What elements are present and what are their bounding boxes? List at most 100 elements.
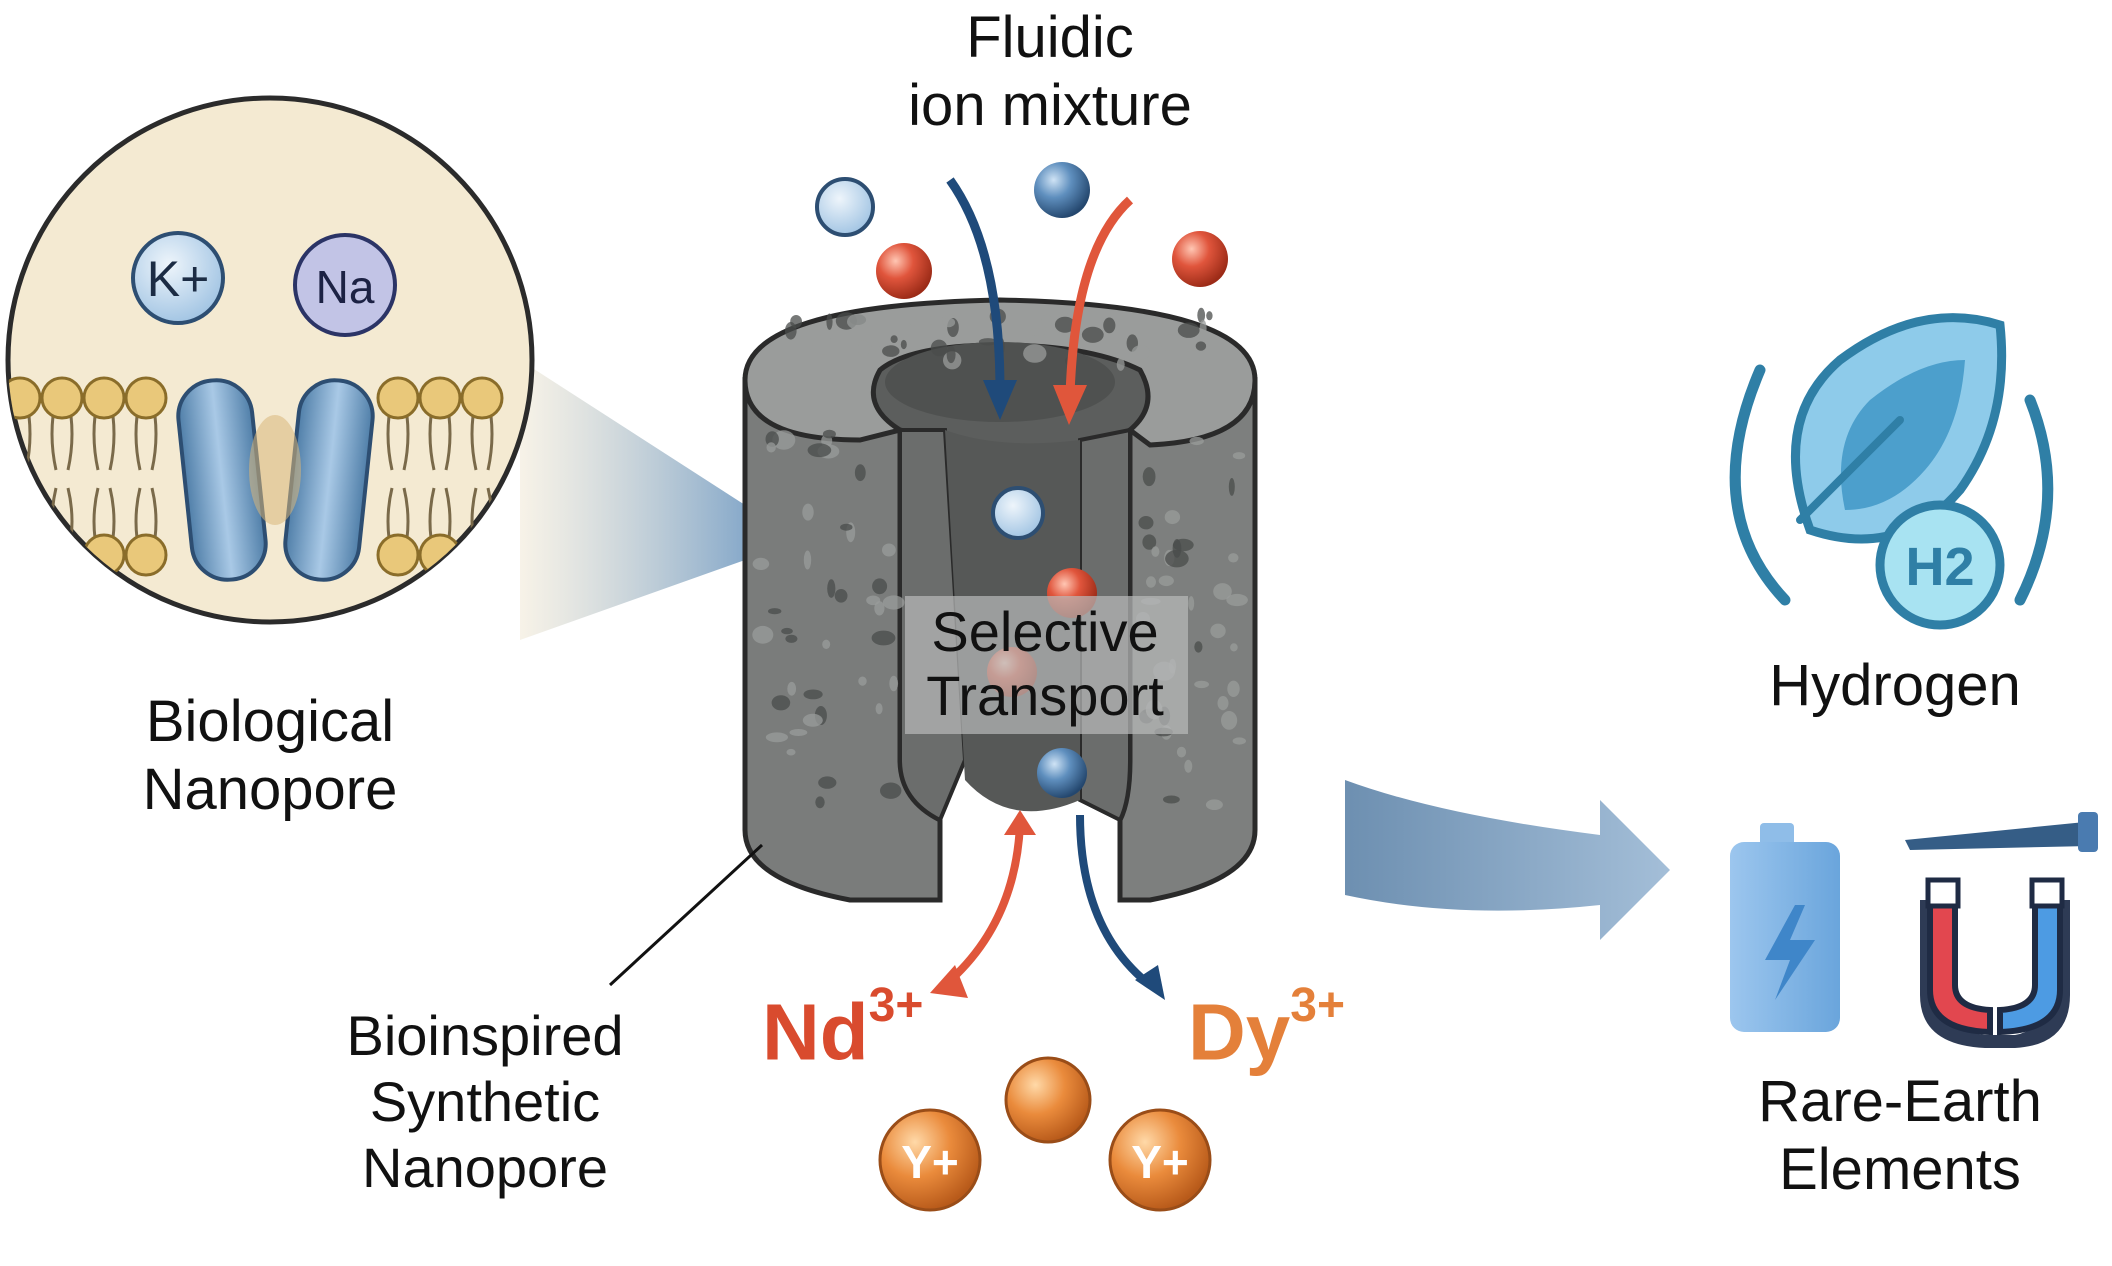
pore-speckle <box>771 695 791 711</box>
pore-speckle <box>1197 307 1206 323</box>
pore-speckle <box>874 601 885 616</box>
pore-speckle <box>803 689 823 700</box>
pore-speckle <box>882 595 905 610</box>
pore-speckle <box>818 776 837 789</box>
pore-speckle <box>1199 319 1207 337</box>
fluidic-label-line2: ion mixture <box>908 73 1192 139</box>
pore-speckle <box>882 345 900 357</box>
pore-speckle <box>1142 534 1157 550</box>
nd-outflow-arrow-head <box>930 965 968 998</box>
pore-speckle <box>802 503 814 521</box>
pore-speckle <box>942 317 956 328</box>
lipid-head <box>460 533 504 577</box>
synthetic-nanopore-leader <box>608 843 764 987</box>
leaf-arc-icon <box>1729 364 1791 606</box>
lipid-head <box>8 376 42 420</box>
pore-speckle <box>1142 467 1156 487</box>
pore-speckle <box>785 322 797 340</box>
nd-ion-label: Nd3+ <box>762 978 923 1078</box>
nd-backflow-arrow-head <box>1004 810 1036 835</box>
pore-speckle <box>1165 550 1189 568</box>
pore-speckle <box>781 627 793 635</box>
pore-speckle <box>1188 596 1195 611</box>
dy-outflow-arrow-head <box>1135 965 1165 1000</box>
pore-speckle <box>1054 316 1076 333</box>
pore-speckle <box>1177 322 1200 338</box>
pore-speckle <box>946 345 956 364</box>
pore-speckle <box>812 335 834 355</box>
pore-speckle <box>787 681 797 696</box>
pore-speckle <box>1205 799 1223 810</box>
h2-badge-label: H2 <box>1905 537 1974 597</box>
nd-ion-charge: 3+ <box>868 979 924 1032</box>
mix-ion-red-left <box>876 243 932 299</box>
biological-label-line1: Biological <box>145 689 395 754</box>
lipid-head <box>40 533 84 577</box>
pore-speckle <box>1209 421 1220 430</box>
pore-speckle <box>752 557 770 571</box>
lipid-head <box>82 376 126 420</box>
dy-outflow-arrow <box>1076 814 1153 989</box>
y-ion-center <box>1004 1056 1092 1144</box>
lipid-head <box>376 376 420 420</box>
pore-speckle <box>840 523 853 531</box>
pore-speckle <box>1221 711 1238 730</box>
pore-speckle <box>858 676 867 686</box>
biological-nanopore-label: Biological Nanopore <box>80 688 460 825</box>
pore-speckle <box>1228 478 1235 496</box>
lipid-head <box>8 533 42 577</box>
pore-speckle <box>766 442 776 453</box>
lipid-head <box>376 533 420 577</box>
pore-top-rim <box>742 297 1258 448</box>
mix-ion-blue-light <box>815 177 875 237</box>
pore-speckle <box>773 416 791 424</box>
yttrium-ions: Y+ Y+ <box>878 1056 1212 1212</box>
pore-speckle <box>871 630 896 646</box>
pore-speckle <box>822 429 836 439</box>
pore-speckle <box>1232 737 1247 745</box>
pore-speckle <box>785 634 798 643</box>
pore-speckle <box>908 316 918 326</box>
pore-speckle <box>1158 575 1174 587</box>
pore-speckle <box>1195 341 1207 351</box>
pore-speckle <box>1230 643 1238 652</box>
pore-speckle <box>1151 546 1160 557</box>
rare-earth-label-line2: Elements <box>1779 1137 2021 1203</box>
lipid-head <box>40 376 84 420</box>
hydrogen-icon-group: H2 <box>1729 313 2054 630</box>
pin-icon <box>1905 822 2090 850</box>
na-ion-label: Na <box>316 261 375 313</box>
pore-speckle <box>772 430 796 450</box>
bioinspired-nanopore-label: Bioinspired Synthetic Nanopore <box>290 1003 680 1201</box>
pore-speckle <box>1029 328 1047 336</box>
pore-speckle <box>866 595 881 606</box>
pore-speckle <box>1146 576 1156 588</box>
lipid-tail <box>8 487 32 556</box>
bioinspired-label-line1: Bioinspired <box>346 1004 624 1067</box>
pore-speckle <box>765 732 789 743</box>
fluidic-label: Fluidic ion mixture <box>860 4 1240 141</box>
nd-outflow-arrow <box>942 824 1024 989</box>
pore-speckle <box>1131 345 1151 360</box>
selective-label-line1: Selective <box>931 600 1159 663</box>
pore-speckle <box>1138 516 1154 530</box>
pore-speckle <box>826 313 833 330</box>
pore-speckle <box>890 335 898 343</box>
pore-speckle <box>1081 326 1104 343</box>
y-ion-right <box>1108 1108 1212 1212</box>
pore-speckle <box>847 314 868 330</box>
hydrogen-label: Hydrogen <box>1690 652 2100 720</box>
y-ion-left <box>878 1108 982 1212</box>
pore-speckle <box>807 443 832 458</box>
biological-label-line2: Nanopore <box>142 757 398 823</box>
battery-icon <box>1730 823 1840 1032</box>
pore-speckle <box>803 550 812 570</box>
pore-speckle <box>882 543 896 557</box>
hydrogen-label-text: Hydrogen <box>1769 653 2021 718</box>
pore-speckle <box>871 340 880 352</box>
pore-speckle <box>1194 641 1203 653</box>
pore-speckle <box>923 316 942 325</box>
na-ion-icon <box>293 233 397 337</box>
output-flow-arrow <box>1345 780 1670 940</box>
porous-texture <box>752 307 1248 810</box>
